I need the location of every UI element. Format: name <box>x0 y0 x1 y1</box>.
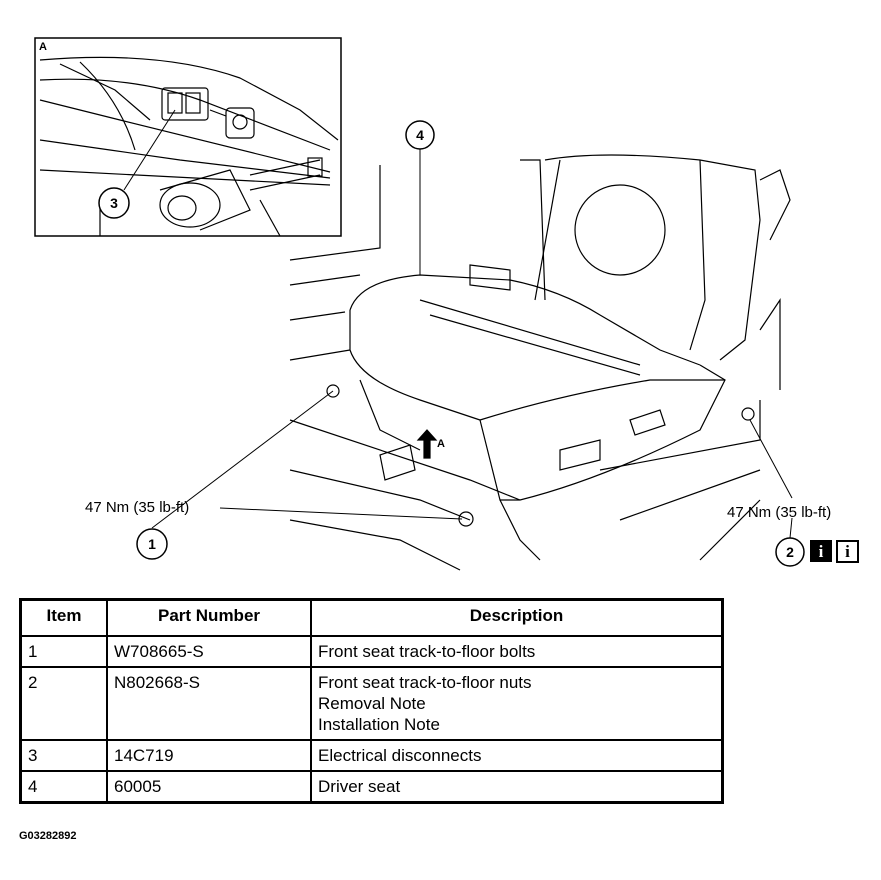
cell-part-number: 60005 <box>106 770 312 804</box>
removal-note-link[interactable]: Removal Note <box>318 694 426 713</box>
callout-3: 3 <box>98 187 130 219</box>
figure-code: G03282892 <box>19 830 77 842</box>
parts-table: Item Part Number Description 1 W708665-S… <box>19 598 724 804</box>
callout-2: 2 <box>775 537 805 567</box>
header-description: Description <box>310 598 724 637</box>
cell-description: Driver seat <box>310 770 724 804</box>
header-part-number: Part Number <box>106 598 312 637</box>
callout-4: 4 <box>405 120 435 150</box>
inset-detail: A <box>34 37 342 237</box>
seat-diagram: A <box>34 37 859 571</box>
cell-part-number: N802668-S <box>106 666 312 741</box>
svg-text:3: 3 <box>110 195 118 211</box>
table-row: 4 60005 Driver seat <box>19 770 724 804</box>
svg-text:2: 2 <box>786 544 794 560</box>
driver-seat-drawing <box>289 154 791 571</box>
torque-label-left: 47 Nm (35 lb-ft) <box>85 499 189 516</box>
torque-label-right: 47 Nm (35 lb-ft) <box>727 504 831 521</box>
cell-part-number: W708665-S <box>106 635 312 668</box>
callout-1: 1 <box>136 528 168 560</box>
svg-text:i: i <box>845 542 850 561</box>
table-row: 1 W708665-S Front seat track-to-floor bo… <box>19 635 724 668</box>
inset-marker: A <box>39 41 47 53</box>
installation-info-icon[interactable]: i <box>836 540 859 563</box>
svg-text:1: 1 <box>148 536 156 552</box>
installation-note-link[interactable]: Installation Note <box>318 715 440 734</box>
removal-info-icon[interactable]: i <box>810 540 832 562</box>
cell-description: Front seat track-to-floor bolts <box>310 635 724 668</box>
cell-description: Front seat track-to-floor nuts Removal N… <box>310 666 724 741</box>
table-header-row: Item Part Number Description <box>19 598 724 637</box>
cell-item: 4 <box>19 770 108 804</box>
table-row: 3 14C719 Electrical disconnects <box>19 739 724 772</box>
header-item: Item <box>19 598 108 637</box>
svg-text:4: 4 <box>416 127 424 143</box>
table-row: 2 N802668-S Front seat track-to-floor nu… <box>19 666 724 741</box>
cell-part-number: 14C719 <box>106 739 312 772</box>
cell-item: 1 <box>19 635 108 668</box>
svg-text:i: i <box>819 542 824 561</box>
cell-item: 2 <box>19 666 108 741</box>
cell-description: Electrical disconnects <box>310 739 724 772</box>
view-marker: A <box>437 438 445 450</box>
leader-lines <box>151 147 793 539</box>
cell-item: 3 <box>19 739 108 772</box>
